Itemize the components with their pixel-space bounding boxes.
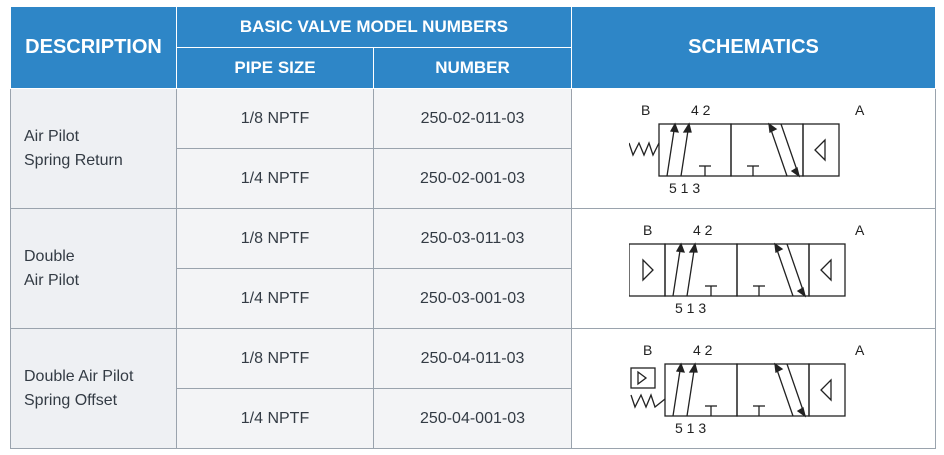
port-a-label: A <box>855 342 865 358</box>
pipe-size-cell: 1/4 NPTF <box>176 268 374 329</box>
model-number-cell: 250-02-001-03 <box>373 148 572 209</box>
description-line: Spring Offset <box>24 391 118 409</box>
schematic-double-air-pilot-spring-offset: B 4 2 A <box>629 342 865 436</box>
valve-model-table: DESCRIPTION BASIC VALVE MODEL NUMBERS SC… <box>10 6 936 449</box>
model-number-cell: 250-04-011-03 <box>373 328 572 389</box>
pipe-size-cell: 1/8 NPTF <box>176 208 374 269</box>
spring-icon <box>629 392 665 409</box>
port-b-label: B <box>643 342 652 358</box>
table-row: Double Air Pilot 1/8 NPTF 250-03-011-03 … <box>10 208 936 329</box>
model-number-cell: 250-02-011-03 <box>373 88 572 149</box>
schematic-double-air-pilot: B 4 2 A <box>628 222 865 316</box>
description-cell: Air Pilot Spring Return <box>10 88 177 209</box>
pipe-size-cell: 1/4 NPTF <box>176 388 374 449</box>
description-line: Double <box>24 247 75 265</box>
table-row: Double Air Pilot Spring Offset 1/8 NPTF … <box>10 328 936 449</box>
pipe-size-cell: 1/8 NPTF <box>176 88 374 149</box>
description-line: Double Air Pilot <box>24 367 134 385</box>
table-row: Air Pilot Spring Return 1/8 NPTF 250-02-… <box>10 88 936 209</box>
port-b-label: B <box>643 222 652 238</box>
pilot-arrow-left-icon <box>641 257 654 282</box>
model-number-cell: 250-04-001-03 <box>373 388 572 449</box>
schematic-spring-return: B 4 2 A <box>628 102 865 196</box>
port-top-labels: 4 2 <box>693 222 713 238</box>
port-top-labels: 4 2 <box>691 102 711 118</box>
description-cell: Double Air Pilot <box>10 208 177 329</box>
schematic-cell: B 4 2 A <box>571 208 936 329</box>
port-bottom-labels: 5 1 3 <box>675 420 706 436</box>
description-line: Air Pilot <box>24 127 80 145</box>
schematic-cell: B 4 2 A <box>571 328 936 449</box>
description-cell: Double Air Pilot Spring Offset <box>10 328 177 449</box>
port-a-label: A <box>855 222 865 238</box>
header-number: NUMBER <box>373 47 572 89</box>
port-bottom-labels: 5 1 3 <box>675 300 706 316</box>
description-line: Spring Return <box>24 151 123 169</box>
pilot-arrow-left-icon <box>636 370 647 385</box>
model-number-cell: 250-03-001-03 <box>373 268 572 329</box>
port-a-label: A <box>855 102 865 118</box>
model-number-cell: 250-03-011-03 <box>373 208 572 269</box>
spring-icon <box>628 140 660 157</box>
pilot-arrow-right-icon <box>819 377 832 402</box>
header-schematics: SCHEMATICS <box>571 6 936 89</box>
header-basic-valve-model-numbers: BASIC VALVE MODEL NUMBERS <box>176 6 572 48</box>
table-row: 1/4 NPTF 250-02-001-03 <box>11 148 936 209</box>
pilot-arrow-right-icon <box>813 137 826 162</box>
description-line: Air Pilot <box>24 271 80 289</box>
pipe-size-cell: 1/4 NPTF <box>176 148 374 209</box>
port-top-labels: 4 2 <box>693 342 713 358</box>
header-description: DESCRIPTION <box>10 6 177 89</box>
port-b-label: B <box>641 102 650 118</box>
pilot-arrow-right-icon <box>819 257 832 282</box>
table-row: 1/4 NPTF 250-04-001-03 <box>11 388 936 449</box>
port-bottom-labels: 5 1 3 <box>669 180 700 196</box>
pipe-size-cell: 1/8 NPTF <box>176 328 374 389</box>
header-pipe-size: PIPE SIZE <box>176 47 374 89</box>
schematic-cell: B 4 2 A <box>571 88 936 209</box>
